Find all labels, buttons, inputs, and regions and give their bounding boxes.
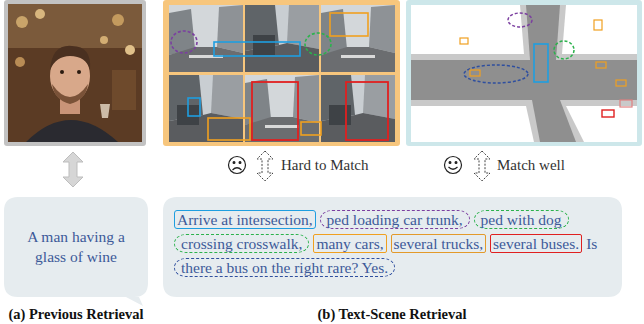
highlight-phrase: several buses. [490, 234, 582, 253]
bubble-text: A man having a glass of wine [20, 227, 132, 267]
highlight-phrase: there a bus on the right rare? Yes. [174, 258, 395, 277]
camera-views [163, 0, 400, 146]
comparison-note: Match well [497, 156, 565, 174]
bubble-outline [4, 197, 148, 297]
comparison-note: Hard to Match [281, 156, 368, 174]
subfigure-caption: (b) Text-Scene Retrieval [318, 305, 467, 323]
highlight-phrase: ped loading car trunk, [320, 210, 470, 229]
happy-face [445, 157, 462, 174]
bev-map [406, 0, 642, 146]
bubble-text: Arrive at intersection, ped loading car … [163, 197, 622, 291]
highlight-phrase: Arrive at intersection, [174, 210, 316, 229]
highlight-phrase: many cars, [313, 234, 386, 253]
speech-bubble: A man having a glass of wine [4, 197, 148, 297]
caption-text: A man having a glass of wine [20, 227, 132, 267]
speech-bubble: Arrive at intersection, ped loading car … [163, 197, 622, 297]
highlight-phrase: several trucks, [391, 234, 487, 253]
hollow-arrow [257, 151, 273, 181]
sad-face [229, 157, 246, 174]
hollow-arrow [474, 151, 490, 181]
subfigure-caption: (a) Previous Retrieval [8, 305, 143, 323]
phrase-text: Is [586, 235, 597, 252]
match-arrow [63, 152, 83, 187]
photo-frame [4, 0, 146, 146]
